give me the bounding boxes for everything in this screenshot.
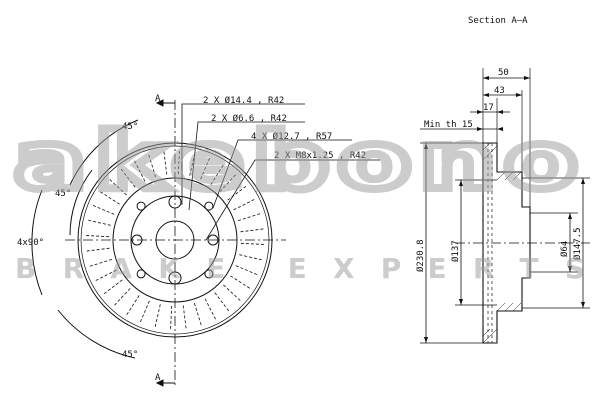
vent-slot — [204, 298, 217, 321]
watermark-tagline: BRAKE EXPERTS — [15, 252, 585, 285]
angle-arc-bottom — [57, 309, 136, 359]
vent-slot — [200, 156, 211, 180]
vent-slot — [133, 159, 146, 182]
vent-slot — [120, 168, 136, 188]
outer-diameter-label: Ø230.8 — [415, 239, 426, 272]
vent-slot — [154, 304, 161, 328]
vent-slot — [194, 302, 202, 327]
vent-slot — [113, 288, 131, 307]
dim-total-width-label: 50 — [498, 68, 509, 78]
vent-slot — [227, 185, 247, 201]
vent-slot — [139, 300, 150, 324]
vent-slot — [170, 305, 173, 330]
vent-slot — [182, 305, 187, 330]
vent-slot — [163, 150, 168, 175]
section-marker-top: A — [155, 94, 161, 104]
vent-slot — [219, 173, 237, 192]
section-title: Section A–A — [468, 16, 528, 26]
leader-callout-2 — [188, 121, 305, 211]
section-arrow-bottom — [155, 379, 164, 387]
angle-arc-top — [69, 119, 139, 186]
dim-disc-thickness-label: 17 — [483, 103, 494, 113]
vent-slot — [240, 242, 265, 245]
callout-hole-1: 2 X Ø14.4 , R42 — [203, 95, 284, 106]
vent-slot — [85, 247, 110, 252]
leader-callout-1 — [181, 103, 305, 205]
vent-slot — [87, 219, 111, 226]
vent-slot — [189, 152, 196, 176]
angle-arc-mid — [69, 169, 93, 236]
angle-label-bottom: 45° — [122, 350, 138, 360]
callout-hole-2: 2 X Ø6.6 , R42 — [211, 113, 287, 124]
angle-arc-pattern — [31, 189, 43, 296]
vent-slot — [91, 204, 115, 215]
lug-hole — [136, 269, 146, 279]
vent-slot — [214, 292, 230, 312]
vent-slot — [239, 254, 263, 261]
lug-hole — [204, 269, 214, 279]
vent-slot — [125, 295, 140, 316]
vent-slot — [177, 150, 180, 175]
hat-diameter-label: Ø137 — [450, 240, 461, 262]
angle-label-mid: 45° — [55, 189, 71, 199]
pcd-label: Ø147.5 — [572, 227, 583, 260]
section-marker-bottom: A — [155, 373, 161, 383]
vent-slot — [85, 235, 110, 238]
dim-hat-depth-label: 43 — [494, 86, 505, 96]
angle-label-top: 45° — [122, 122, 138, 132]
dim-arrowheads — [424, 76, 585, 343]
section-hatch — [482, 142, 522, 344]
dim-min-thickness-label: Min th 15 — [424, 120, 473, 130]
lug-hole — [136, 201, 146, 211]
leader-callout-4 — [205, 159, 380, 241]
vent-slot — [94, 269, 117, 282]
callout-hole-3: 4 X Ø12.7 , R57 — [251, 131, 332, 142]
section-arrow-top — [155, 99, 164, 107]
vent-slot — [210, 164, 225, 185]
vent-slot — [240, 228, 265, 233]
vent-slot — [223, 284, 242, 302]
vent-slot — [230, 275, 251, 290]
vent-slots — [85, 150, 265, 330]
vent-slot — [88, 259, 113, 267]
vent-slot — [235, 265, 259, 276]
brand-watermark: akebono BRAKE EXPERTS — [10, 113, 586, 285]
leader-callout-3 — [212, 139, 352, 209]
callout-hole-4: 2 X M8x1.25 , R42 — [274, 151, 366, 161]
vent-slot — [103, 279, 123, 295]
angle-label-pattern: 4x90° — [17, 238, 44, 248]
watermark-brand: akebono — [14, 117, 586, 207]
section-view — [420, 68, 590, 344]
disc-section-profile — [482, 142, 531, 344]
bore-diameter-label: Ø64 — [559, 241, 570, 257]
vent-slot — [148, 153, 156, 178]
front-view — [31, 99, 380, 387]
vent-slot — [99, 190, 120, 205]
vent-slot — [237, 213, 262, 221]
vent-slot — [233, 198, 256, 211]
vent-slot — [108, 178, 127, 196]
lug-hole — [204, 201, 214, 211]
